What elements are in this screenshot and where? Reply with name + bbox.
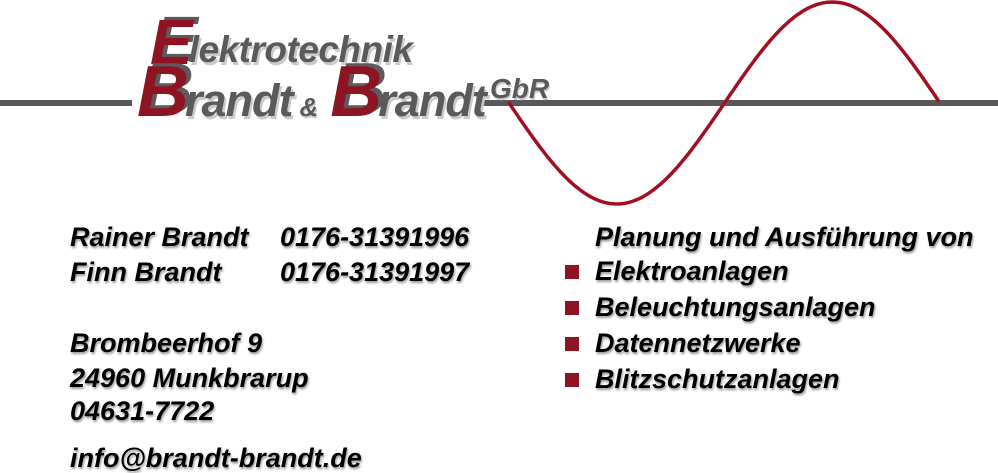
square-bullet-icon — [565, 372, 579, 387]
square-bullet-icon — [565, 300, 579, 315]
service-item: Elektroanlagen — [565, 258, 789, 285]
service-item: Beleuchtungsanlagen — [565, 294, 876, 321]
service-item-label: Datennetzwerke — [595, 328, 801, 358]
logo-text-lektrotechnik: lektrotechnik — [188, 29, 413, 70]
logo-text-randt2: randt — [378, 75, 486, 126]
service-item-label: Elektroanlagen — [595, 256, 789, 286]
service-item: Datennetzwerke — [565, 330, 801, 357]
square-bullet-icon — [565, 264, 579, 279]
logo-initial-e: E — [150, 6, 193, 78]
square-bullet-icon — [565, 336, 579, 351]
contact-row: Rainer Brandt 0176-31391996 — [70, 224, 469, 251]
address-city: 24960 Munkbrarup — [70, 363, 309, 393]
horizontal-rule-right — [483, 100, 998, 106]
service-item-label: Beleuchtungsanlagen — [595, 292, 876, 322]
logo-initial-b2: B — [330, 52, 383, 132]
services-heading: Planung und Ausführung von — [595, 222, 974, 252]
logo-ampersand: & — [299, 92, 319, 122]
contact-name: Finn Brandt — [70, 257, 222, 287]
contact-row: Finn Brandt 0176-31391997 — [70, 259, 469, 286]
service-item-label: Blitzschutzanlagen — [595, 364, 840, 394]
logo-gbr-suffix: GbR — [490, 73, 550, 104]
logo-initial-b1: B — [137, 52, 189, 132]
email-text: info@brandt-brandt.de — [70, 443, 362, 473]
address-phone: 04631-7722 — [70, 396, 215, 426]
contact-name: Rainer Brandt — [70, 222, 249, 252]
logo-text-randt1: randt — [185, 75, 293, 126]
horizontal-rule-left — [0, 100, 132, 106]
service-item: Blitzschutzanlagen — [565, 366, 840, 393]
address-street: Brombeerhof 9 — [70, 328, 263, 358]
contact-phone: 0176-31391997 — [280, 257, 470, 287]
contact-phone: 0176-31391996 — [280, 222, 470, 252]
